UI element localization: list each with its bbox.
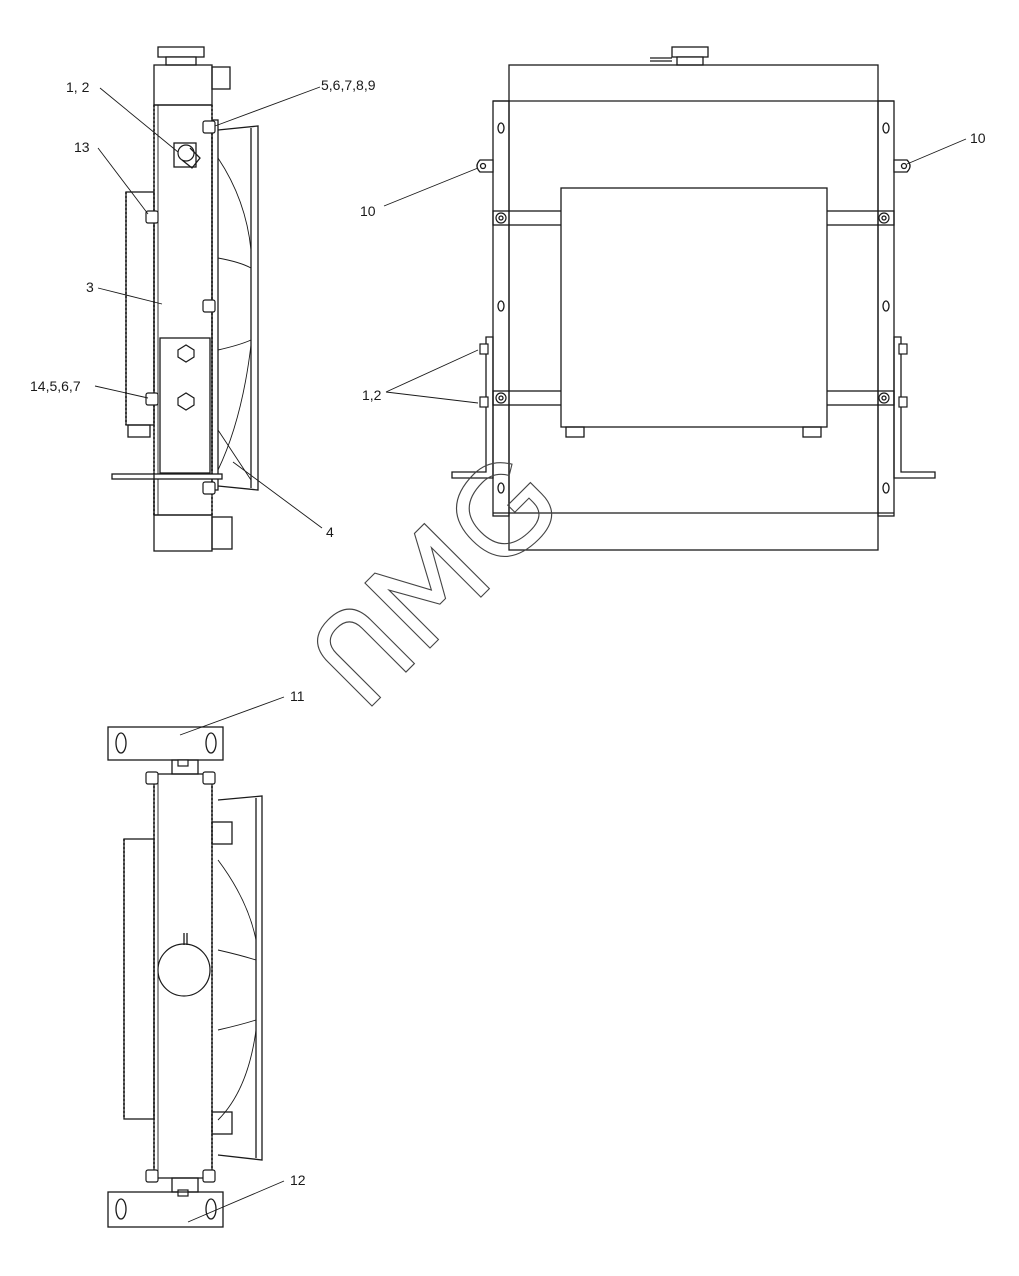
callout-11: 11 xyxy=(290,688,305,704)
callout-4: 4 xyxy=(326,524,334,540)
callout-5-6-7-8-9: 5,6,7,8,9 xyxy=(321,77,376,93)
front-view-callouts: 10 10 1,2 xyxy=(360,130,986,404)
side-view xyxy=(111,46,259,552)
bottom-side-view xyxy=(107,726,263,1228)
bottom-view-callouts: 11 12 xyxy=(179,688,306,1223)
callout-1-2: 1, 2 xyxy=(66,79,90,95)
callout-10-right: 10 xyxy=(970,130,986,146)
umg-watermark xyxy=(317,462,553,707)
callout-12: 12 xyxy=(290,1172,306,1188)
callout-10-left: 10 xyxy=(360,203,376,219)
side-view-callouts: 1, 2 13 5,6,7,8,9 3 14,5,6,7 4 xyxy=(30,77,376,540)
callout-14-5-6-7: 14,5,6,7 xyxy=(30,378,81,394)
front-view xyxy=(451,46,936,551)
callout-13: 13 xyxy=(74,139,90,155)
callout-3: 3 xyxy=(86,279,94,295)
callout-1-2-front: 1,2 xyxy=(362,387,382,403)
